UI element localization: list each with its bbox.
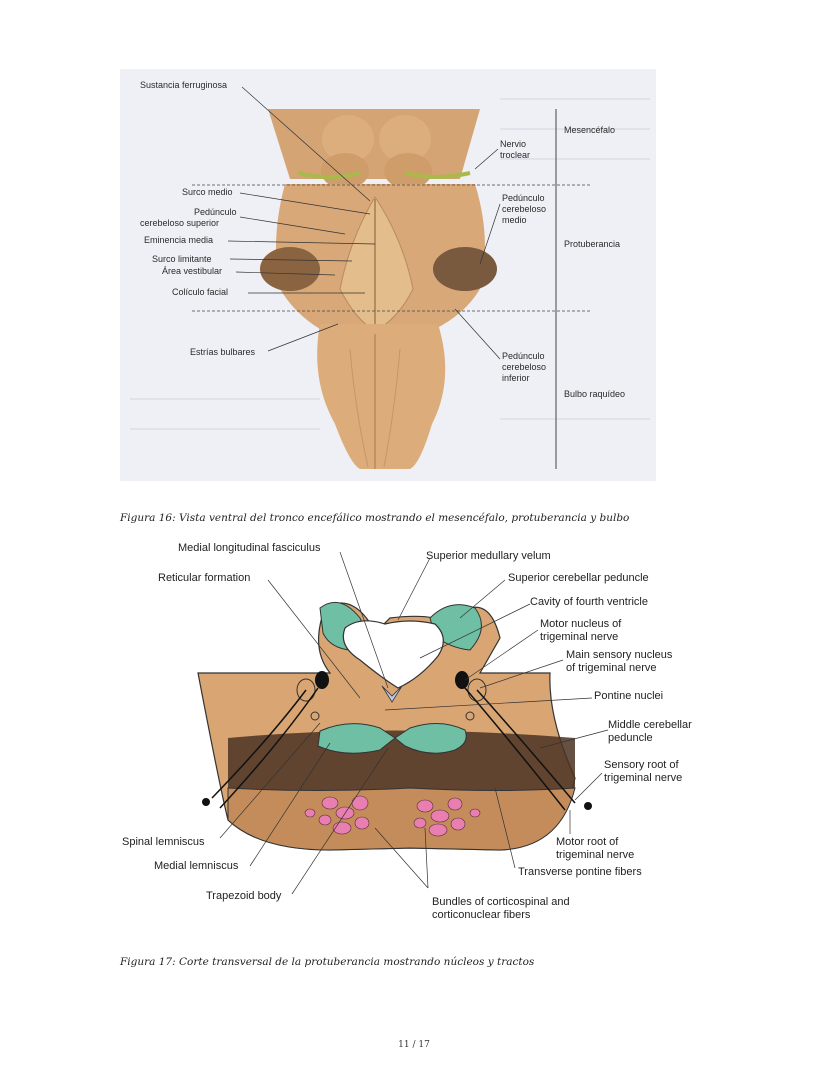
label-estrias-bulbares: Estrías bulbares xyxy=(190,347,256,357)
label-surco-medio: Surco medio xyxy=(182,187,233,197)
label-coliculo-facial: Colículo facial xyxy=(172,287,229,297)
label-sensory-root-1: Sensory root of xyxy=(604,759,679,771)
label-pedunculo-inferior-1: Pedúnculo xyxy=(502,351,545,361)
label-surco-limitante: Surco limitante xyxy=(152,254,212,264)
brainstem-illustration xyxy=(130,86,650,469)
figure-16-caption: Figura 16: Vista ventral del tronco ence… xyxy=(120,512,630,524)
label-protuberancia: Protuberancia xyxy=(564,239,621,249)
label-medial-lemniscus: Medial lemniscus xyxy=(154,860,239,872)
label-spinal-lemniscus: Spinal lemniscus xyxy=(122,836,205,848)
label-pedunculo-inferior-3: inferior xyxy=(502,373,530,383)
figure-17-caption: Figura 17: Corte transversal de la protu… xyxy=(120,956,535,968)
label-motor-root-1: Motor root of xyxy=(556,836,619,848)
label-motor-nucleus-1: Motor nucleus of xyxy=(540,618,622,630)
label-area-vestibular: Área vestibular xyxy=(162,266,223,276)
label-pontine-nuclei: Pontine nuclei xyxy=(594,690,664,702)
label-bulbo-raquideo: Bulbo raquídeo xyxy=(564,389,626,399)
figure-17-pons-cross-section: Medial longitudinal fasciculus Reticular… xyxy=(120,538,720,938)
label-superior-cerebellar-peduncle: Superior cerebellar peduncle xyxy=(508,572,649,584)
label-pedunculo-inferior-2: cerebeloso xyxy=(502,362,547,372)
page-number: 11 / 17 xyxy=(398,1040,430,1050)
label-nervio-troclear-1: Nervio xyxy=(500,139,527,149)
label-trapezoid-body: Trapezoid body xyxy=(206,890,282,902)
label-bundles-1: Bundles of corticospinal and xyxy=(432,896,570,908)
label-superior-medullary-velum: Superior medullary velum xyxy=(426,550,551,562)
figure-16-brainstem-dorsal: Sustancia ferruginosa Surco medio Pedúnc… xyxy=(120,69,656,481)
label-reticular-formation: Reticular formation xyxy=(158,572,251,584)
label-eminencia-media: Eminencia media xyxy=(144,235,214,245)
label-motor-nucleus-2: trigeminal nerve xyxy=(540,631,619,643)
label-sensory-root-2: trigeminal nerve xyxy=(604,772,683,784)
label-pedunculo-superior-1: Pedúnculo xyxy=(194,207,237,217)
label-sustancia-ferruginosa: Sustancia ferruginosa xyxy=(140,80,228,90)
label-motor-root-2: trigeminal nerve xyxy=(556,849,635,861)
label-bundles-2: corticonuclear fibers xyxy=(432,909,531,921)
label-medial-longitudinal-fasciculus: Medial longitudinal fasciculus xyxy=(178,542,321,554)
label-pedunculo-medio-2: cerebeloso xyxy=(502,204,547,214)
label-nervio-troclear-2: troclear xyxy=(500,150,531,160)
label-pedunculo-medio-3: medio xyxy=(502,215,527,225)
label-cavity-fourth-ventricle: Cavity of fourth ventricle xyxy=(530,596,648,608)
label-main-sensory-2: of trigeminal nerve xyxy=(566,662,657,674)
label-pedunculo-medio-1: Pedúnculo xyxy=(502,193,545,203)
label-main-sensory-1: Main sensory nucleus xyxy=(566,649,673,661)
label-middle-cerebellar-1: Middle cerebellar xyxy=(608,719,692,731)
label-middle-cerebellar-2: peduncle xyxy=(608,732,653,744)
label-mesencefalo: Mesencéfalo xyxy=(564,125,616,135)
label-transverse-pontine-fibers: Transverse pontine fibers xyxy=(518,866,642,878)
label-pedunculo-superior-2: cerebeloso superior xyxy=(140,218,220,228)
pons-section-illustration xyxy=(197,551,609,895)
